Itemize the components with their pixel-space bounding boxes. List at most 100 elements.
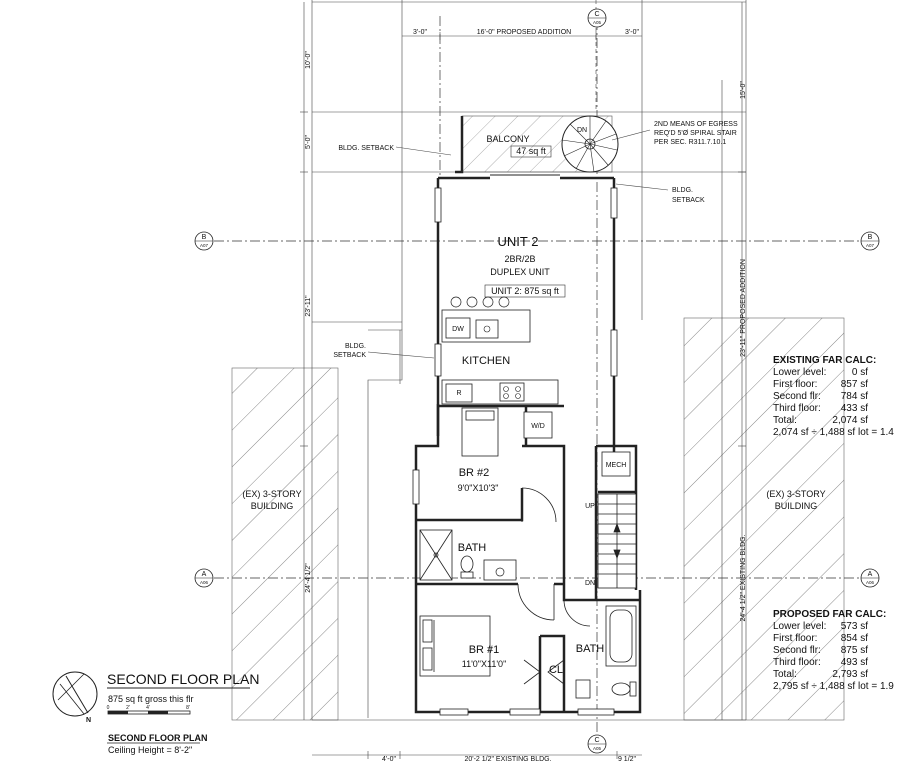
far-proposed-row-label: Second flr: bbox=[773, 645, 821, 656]
stair-dn-label: DN bbox=[585, 580, 595, 587]
svg-text:A06: A06 bbox=[866, 580, 875, 585]
egress-note-line2: REQ'D 5'Ø SPIRAL STAIR bbox=[654, 130, 737, 137]
unit-type-line2: DUPLEX UNIT bbox=[490, 267, 550, 277]
closet-label: CL bbox=[549, 664, 563, 676]
balcony-label: BALCONY bbox=[486, 134, 529, 144]
dim-top-left: 3'-0" bbox=[413, 29, 427, 36]
egress-note-line1: 2ND MEANS OF EGRESS bbox=[654, 121, 738, 128]
far-existing-row-label: Lower level: bbox=[773, 367, 826, 378]
scale-bar bbox=[107, 710, 191, 715]
setback-note-b-line1: BLDG. bbox=[672, 187, 693, 194]
scale-tick-label: 4' bbox=[146, 705, 150, 711]
far-existing-row-value: 0 sf bbox=[852, 367, 868, 378]
washer-dryer bbox=[523, 411, 553, 439]
interior-stair bbox=[597, 493, 637, 589]
bed-br1 bbox=[419, 615, 491, 677]
far-existing-row-value: 857 sf bbox=[841, 379, 868, 390]
far-existing-row-value: 433 sf bbox=[841, 403, 868, 414]
dim-right-1: 15'-0" bbox=[740, 81, 747, 99]
far-proposed-row-label: Total: bbox=[773, 669, 797, 680]
svg-text:A05: A05 bbox=[593, 20, 602, 25]
unit-type-line1: 2BR/2B bbox=[504, 254, 535, 264]
spiral-stair bbox=[561, 115, 619, 173]
far-existing-row-label: First floor: bbox=[773, 379, 817, 390]
existing-building-right-line1: (EX) 3-STORY bbox=[766, 489, 825, 499]
far-proposed-table: PROPOSED FAR CALC: Lower level: 573 sf F… bbox=[773, 609, 894, 692]
bath-a-label: BATH bbox=[458, 542, 487, 554]
grid-tag-b-right: B A07 bbox=[860, 231, 880, 251]
far-proposed-ratio: 2,795 sf ÷ 1,488 sf lot = 1.9 bbox=[773, 681, 894, 692]
shower bbox=[419, 529, 453, 581]
far-existing-title: EXISTING FAR CALC: bbox=[773, 355, 876, 366]
north-label: N bbox=[86, 717, 91, 724]
sink-a bbox=[483, 559, 517, 581]
bathtub-b bbox=[605, 605, 637, 667]
unit-area-label: UNIT 2: 875 sq ft bbox=[491, 286, 559, 296]
dim-right-3: 24'-4 1/2" EXISTING BLDG. bbox=[740, 534, 747, 621]
far-proposed-row-label: Third floor: bbox=[773, 657, 821, 668]
setback-lines bbox=[311, 0, 747, 721]
far-proposed-row-value: 493 sf bbox=[841, 657, 868, 668]
br2-size-label: 9'0"X10'3" bbox=[458, 483, 499, 493]
setback-note-c-line1: BLDG. bbox=[345, 343, 366, 350]
balcony-area-label: 47 sq ft bbox=[516, 146, 546, 156]
dishwasher-label: DW bbox=[452, 326, 464, 333]
svg-text:A: A bbox=[202, 571, 207, 578]
far-existing-row-value: 784 sf bbox=[841, 391, 868, 402]
setback-note-b-line2: SETBACK bbox=[672, 197, 705, 204]
existing-building-left-line2: BUILDING bbox=[251, 501, 294, 511]
grid-tag-c-bottom: C A05 bbox=[587, 734, 607, 754]
far-proposed-row-value: 573 sf bbox=[841, 621, 868, 632]
far-existing-row-label: Third floor: bbox=[773, 403, 821, 414]
unit-label: UNIT 2 bbox=[498, 234, 539, 249]
grid-tag-c-top: C A05 bbox=[587, 8, 607, 28]
door-swings bbox=[517, 487, 591, 685]
bath-b-label: BATH bbox=[576, 643, 605, 655]
existing-building-right bbox=[683, 317, 845, 721]
dim-left-1: 10'-0" bbox=[305, 51, 312, 69]
dimension-lines bbox=[300, 2, 746, 759]
balcony-area-box bbox=[510, 145, 552, 158]
bed-br2 bbox=[461, 407, 499, 457]
dim-bottom-left: 4'-0" bbox=[382, 756, 396, 763]
far-proposed-title: PROPOSED FAR CALC: bbox=[773, 609, 886, 620]
title-block: SECOND FLOOR PLAN 875 sq ft gross this f… bbox=[86, 671, 259, 755]
dim-left-3: 23'-11" bbox=[305, 295, 312, 317]
dim-bottom-mid: 20'-2 1/2" EXISTING BLDG. bbox=[464, 756, 551, 763]
svg-text:A: A bbox=[868, 571, 873, 578]
far-existing-row-value: 2,074 sf bbox=[832, 415, 868, 426]
grid-lines bbox=[214, 16, 862, 740]
far-proposed-row-label: Lower level: bbox=[773, 621, 826, 632]
dimension-labels: 3'-0" 16'-0" PROPOSED ADDITION 3'-0" 4'-… bbox=[305, 29, 747, 763]
scale-tick-label: 2' bbox=[126, 705, 130, 711]
grid-tag-a-left: A A06 bbox=[194, 568, 214, 588]
grid-tag-b-left: B A07 bbox=[194, 231, 214, 251]
toilet-b bbox=[611, 681, 637, 697]
setback-note-c-line2: SETBACK bbox=[333, 352, 366, 359]
dim-bottom-right: 9 1/2" bbox=[618, 756, 637, 763]
washer-dryer-label: W/D bbox=[531, 423, 545, 430]
br1-size-label: 11'0"X11'0" bbox=[462, 659, 507, 669]
kitchen-counter bbox=[441, 379, 559, 405]
svg-text:C: C bbox=[594, 737, 599, 744]
svg-text:C: C bbox=[594, 11, 599, 18]
subtitle-label: SECOND FLOOR PLAN bbox=[108, 733, 208, 743]
dim-left-4: 24'-4 1/2" bbox=[305, 563, 312, 593]
grid-tag-a-right: A A06 bbox=[860, 568, 880, 588]
dim-left-2: 5'-0" bbox=[305, 135, 312, 149]
range-label: R bbox=[456, 390, 461, 397]
plan-title: SECOND FLOOR PLAN bbox=[107, 671, 259, 687]
far-proposed-row-value: 2,793 sf bbox=[832, 669, 868, 680]
existing-building-right-line2: BUILDING bbox=[775, 501, 818, 511]
br2-label: BR #2 bbox=[459, 467, 490, 479]
spiral-stair-dn-label: DN bbox=[577, 127, 587, 134]
existing-building-left bbox=[231, 367, 339, 721]
sink-b bbox=[575, 679, 591, 699]
egress-note-line3: PER SEC. R311.7.10.1 bbox=[654, 139, 726, 146]
svg-text:A06: A06 bbox=[200, 580, 209, 585]
far-existing-row-label: Total: bbox=[773, 415, 797, 426]
windows-addition bbox=[434, 187, 618, 377]
note-labels: BLDG. SETBACK BLDG. SETBACK BLDG. SETBAC… bbox=[242, 121, 825, 511]
far-existing-ratio: 2,074 sf ÷ 1,488 sf lot = 1.4 bbox=[773, 427, 894, 438]
